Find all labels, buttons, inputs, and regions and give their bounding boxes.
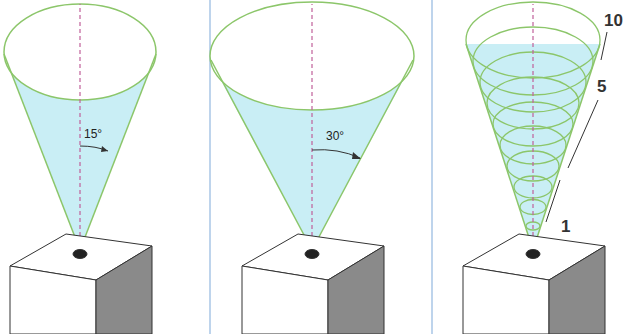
leader-line (568, 100, 598, 168)
distance-number: 10 (604, 12, 623, 29)
angle-arrowhead (352, 152, 361, 159)
axis-line (79, 4, 80, 250)
angle-arc (80, 146, 108, 151)
cone-edge (533, 44, 600, 250)
cone-edge (4, 54, 80, 250)
angle-label: 30° (326, 130, 344, 142)
cone-edge (312, 60, 413, 250)
distance-number: 1 (561, 218, 570, 235)
device-cube (242, 234, 384, 334)
angle-label: 15° (84, 128, 102, 140)
axis-line (532, 4, 533, 250)
distance-number: 5 (597, 78, 606, 95)
device-cube (10, 234, 152, 334)
axis-line (311, 4, 312, 250)
device-cube (463, 234, 605, 334)
leader-line (546, 180, 560, 222)
leader-line (601, 32, 607, 60)
angle-arrowhead (101, 146, 108, 152)
separator (431, 0, 433, 334)
cone-edge (211, 60, 312, 250)
angle-arc (312, 150, 360, 158)
cone-edge (466, 44, 533, 250)
cone-edge (80, 54, 156, 250)
